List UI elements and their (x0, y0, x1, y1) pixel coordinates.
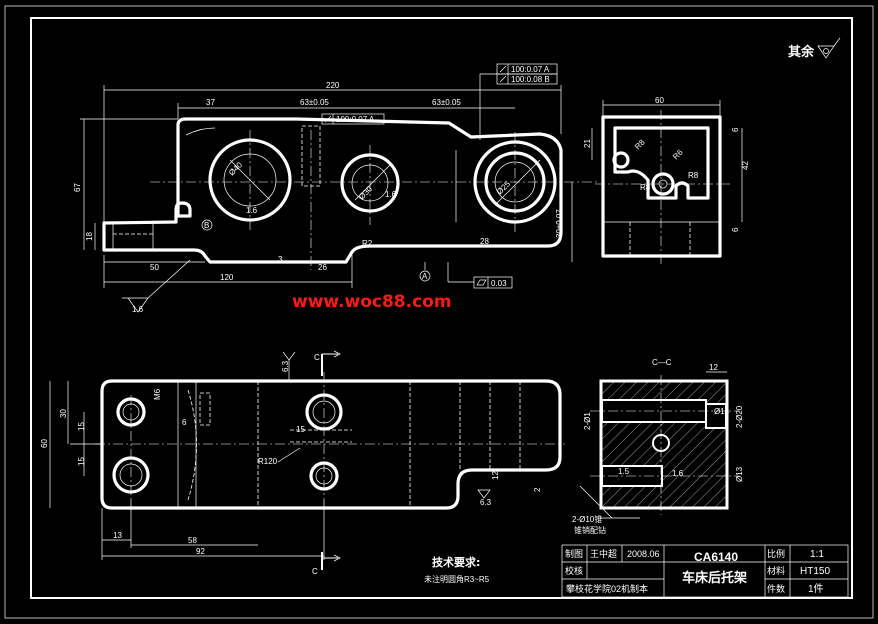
dim-3: 3 (278, 255, 283, 264)
tolerance-frame-1 (479, 63, 558, 140)
tb-label-checked: 校核 (565, 565, 583, 576)
tb-label-drawn: 制图 (565, 548, 583, 559)
tb-label-scale: 比例 (767, 548, 785, 559)
tb-date: 2008.06 (627, 549, 660, 559)
side-dim-42: 42 (741, 161, 750, 170)
outer-border (4, 5, 874, 619)
side-view-top: 60 42 6 6 21 R8 R6 R8 R8 (583, 96, 750, 266)
side-r8: R8 (633, 137, 647, 151)
datum-b-icon (201, 219, 213, 231)
roughness-icon-1-6 (122, 259, 191, 313)
rough-1-6-b: 1.6 (385, 190, 397, 199)
title-block: 制图 王中超 2008.06 校核 攀枝花学院02机制本 CA6140 车床后托… (561, 544, 849, 598)
section-view-cc: C—C 12 2-Ø1 2-Ø20 Ø13 Ø13 1.5 1.6 2-Ø10锥… (572, 358, 744, 535)
front-view-top: 220 37 63±0.05 63±0.05 67 18 50 120 26 3… (73, 63, 600, 314)
tol-f1: 100:0.07 A (511, 65, 550, 74)
inner-border (30, 17, 853, 599)
tb-scale: 1:1 (810, 549, 824, 560)
rough-1-6-a: 1.6 (246, 206, 258, 215)
dim-dia-40: Ø40 (227, 160, 244, 177)
flatness-frame (447, 262, 513, 289)
tb-material: HT150 (800, 566, 830, 577)
plan-view-bottom: C C 60 30 15 15 13 58 92 M6 R120 6 15 2 … (40, 350, 565, 576)
tb-school: 攀枝花学院02机制本 (566, 583, 648, 594)
datum-b: B (204, 221, 209, 230)
tb-name-drawn: 王中超 (590, 548, 617, 559)
side-dim-6: 6 (731, 127, 740, 132)
side-r8b: R8 (640, 183, 651, 192)
side-r8c: R8 (688, 171, 699, 180)
dim-63-b: 63±0.05 (432, 98, 461, 107)
tol-f3: 100:0.07 A (336, 115, 375, 124)
plan-m6: M6 (153, 388, 162, 400)
tol-f2: 100:0.08 B (511, 75, 550, 84)
dim-26: 26 (318, 263, 327, 272)
roughness-icon-6-3 (477, 489, 491, 499)
dim-dia-30: Ø30 (357, 184, 374, 201)
section-label: C—C (652, 358, 672, 367)
datum-a-icon (419, 270, 431, 282)
plan-dim-30: 30 (59, 409, 68, 418)
roughness-note: 其余 (788, 44, 815, 60)
plan-dim-6: 6 (182, 418, 187, 427)
plan-dim-15a: 15 (77, 422, 86, 431)
plan-dim-13: 13 (113, 531, 122, 540)
roughness-symbol-icon (817, 37, 841, 59)
dim-37: 37 (206, 98, 215, 107)
dim-50: 50 (150, 263, 159, 272)
tb-label-qty: 件数 (767, 583, 785, 594)
side-r6: R6 (671, 147, 685, 161)
roughness-icon-r90 (282, 351, 296, 381)
sec-dim-10: 2-Ø10锥 (572, 514, 602, 524)
dim-120: 120 (220, 273, 234, 282)
plan-r120: R120 (258, 457, 278, 466)
dim-30-tol: 30±0.07 (555, 209, 564, 238)
watermark: www.woc88.com (292, 292, 452, 312)
dim-18: 18 (85, 232, 94, 241)
sec-dim-16: 1.6 (672, 469, 684, 478)
dim-28: 28 (480, 237, 489, 246)
tb-label-material: 材料 (767, 565, 785, 576)
sec-dim-13: Ø13 (735, 466, 744, 482)
datum-a: A (422, 272, 428, 281)
plan-dim-2: 2 (533, 487, 542, 492)
rough-1-6-c: 1.6 (132, 305, 144, 314)
tb-part-name: 车床后托架 (682, 570, 747, 586)
plan-dim-58: 58 (188, 536, 197, 545)
side-dim-21: 21 (583, 139, 592, 148)
dim-220: 220 (326, 81, 340, 90)
tech-note: 未注明圆角R3~R5 (424, 574, 490, 584)
tech-title: 技术要求: (432, 555, 480, 569)
dim-67: 67 (73, 183, 82, 192)
sec-dim-2o20: 2-Ø20 (735, 405, 744, 428)
plan-dim-60: 60 (40, 439, 49, 448)
plan-dim-12: 12 (491, 471, 500, 480)
dim-63-a: 63±0.05 (300, 98, 329, 107)
sec-dim-2o1: 2-Ø1 (583, 412, 592, 430)
dim-r2: R2 (362, 239, 373, 248)
tol-flatness: 0.03 (491, 279, 507, 288)
plan-rough-6-3b: 6.3 (281, 360, 290, 372)
tb-qty: 1件 (808, 583, 824, 595)
sec-dim-13b: Ø13 (714, 407, 730, 416)
side-dim-6b: 6 (731, 227, 740, 232)
tolerance-frame-2 (321, 113, 385, 125)
plan-dim-15b: 15 (77, 457, 86, 466)
sec-note-sink: 锥销配钻 (574, 525, 606, 535)
sec-dim-12: 12 (709, 363, 718, 372)
cut-mark-top: C (314, 353, 320, 362)
cut-mark-bottom: C (312, 567, 318, 576)
plan-dim-92: 92 (196, 547, 205, 556)
plan-dim-15c: 15 (296, 425, 305, 434)
plan-rough-6-3: 6.3 (480, 498, 492, 507)
side-dim-60: 60 (655, 96, 664, 105)
sec-dim-15: 1.5 (618, 467, 630, 476)
tb-part-code: CA6140 (694, 550, 738, 564)
dim-dia-25: Ø25 (495, 179, 512, 196)
